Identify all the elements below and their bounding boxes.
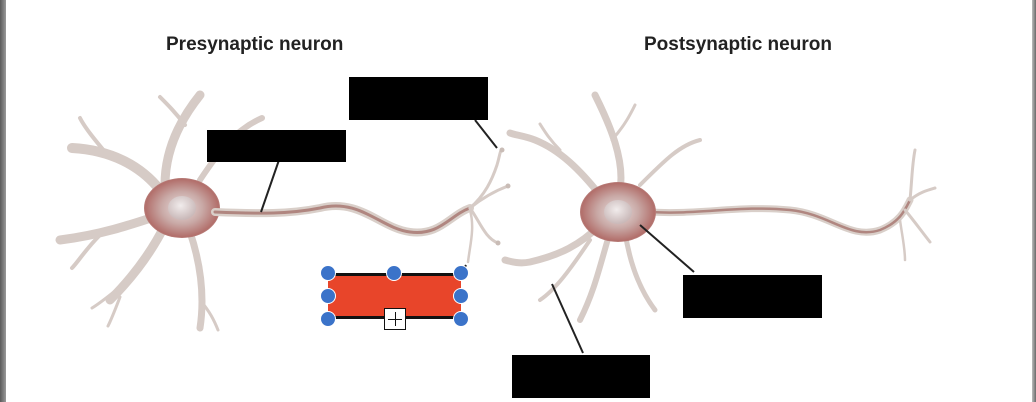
leader-lines (260, 119, 695, 354)
label-box-cell-body[interactable] (683, 275, 822, 318)
leader-line-dendrite (260, 159, 280, 213)
resize-handle-left[interactable] (320, 288, 336, 304)
resize-handle-top[interactable] (386, 265, 402, 281)
resize-handle-top-right[interactable] (453, 265, 469, 281)
postsynaptic-neuron (501, 91, 702, 323)
leader-line-cell-body (639, 224, 695, 273)
leader-line-post-dendrite (551, 283, 584, 354)
postsynaptic-axon (646, 148, 937, 262)
postsynaptic-title: Postsynaptic neuron (644, 34, 832, 55)
window-edge-left (0, 0, 6, 402)
window-edge-right (1032, 0, 1036, 402)
postsynaptic-nucleus (604, 200, 632, 224)
presynaptic-nucleus (168, 196, 196, 220)
selected-label-box[interactable] (320, 265, 469, 330)
move-handle-icon[interactable] (384, 308, 406, 330)
resize-handle-bottom-left[interactable] (320, 311, 336, 327)
label-box-dendrite[interactable] (207, 130, 346, 162)
resize-handle-top-left[interactable] (320, 265, 336, 281)
leader-line-axon-terminal (474, 119, 498, 149)
resize-handle-right[interactable] (453, 288, 469, 304)
resize-handle-bottom-right[interactable] (453, 311, 469, 327)
presynaptic-title: Presynaptic neuron (166, 34, 344, 55)
presynaptic-axon (211, 147, 511, 264)
label-box-post-dendrite[interactable] (512, 355, 650, 398)
label-box-axon-terminal[interactable] (349, 77, 488, 120)
